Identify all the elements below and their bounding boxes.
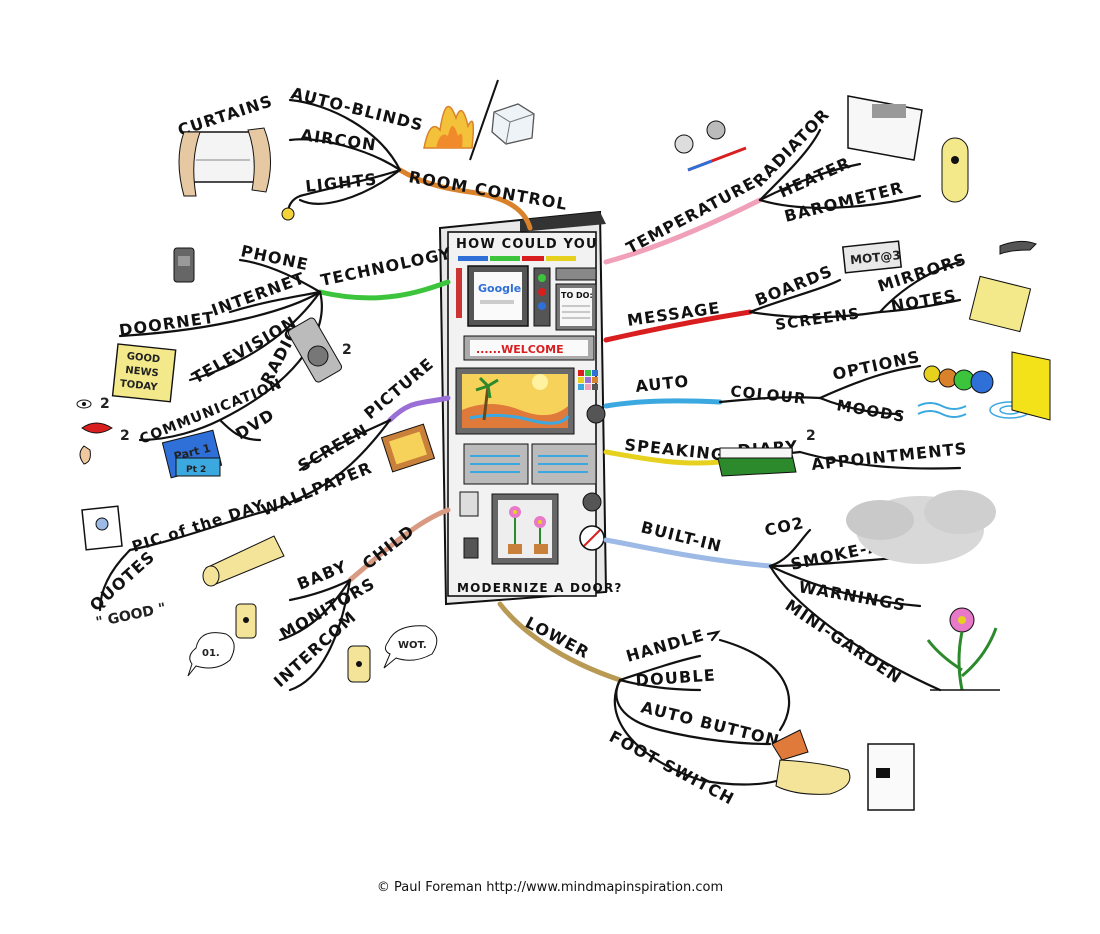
picture-frame-icon [380, 423, 436, 473]
branch-line-lower [497, 601, 623, 683]
google-logo: Google [478, 282, 521, 295]
branch-line-auto [603, 398, 723, 409]
branch-line-message [603, 309, 753, 343]
center-top-text: HOW COULD YOU [456, 237, 598, 252]
branch-line-room-control [397, 167, 533, 231]
welcome-text: ......WELCOME [476, 343, 564, 356]
flower-window [491, 493, 559, 565]
branch-line-speaking [603, 449, 723, 466]
label-auto: AUTO [634, 371, 690, 396]
label-notes: NOTES [889, 286, 958, 316]
todo-screen: TO DO: [555, 267, 597, 331]
label-boards: BOARDS [752, 261, 835, 309]
center-bottom-text: MODERNIZE A DOOR? [457, 581, 623, 595]
sub-branches [98, 98, 962, 786]
label-pic-of-the-day: PIC of the DAY [130, 496, 267, 556]
mini-portrait [459, 491, 479, 517]
foot-switch-icon [771, 729, 915, 811]
label-doornet: DOORNET [118, 308, 216, 340]
svg-text:WOT.: WOT. [398, 640, 427, 651]
svg-text:NEWS: NEWS [125, 365, 159, 379]
label-temperature: TEMPERATURE [623, 173, 759, 257]
good-news-note-icon: GOOD NEWS TODAY [111, 343, 177, 403]
control-buttons [533, 267, 551, 327]
baby-monitor-icon-right [347, 645, 371, 683]
label-co2: CO2 [763, 513, 806, 540]
label-options: OPTIONS [831, 347, 922, 384]
copyright-credit: © Paul Foreman http://www.mindmapinspira… [376, 880, 724, 895]
google-screen: Google [467, 265, 529, 327]
light-bulb-icon [281, 207, 295, 221]
svg-text:2: 2 [120, 428, 130, 444]
label-child: CHILD [359, 521, 418, 573]
svg-text:2: 2 [342, 342, 352, 358]
svg-text:2: 2 [100, 396, 110, 412]
doodles: GOOD NEWS TODAY 2 2 2 Part 1 Pt 2 [76, 79, 1051, 811]
beach-picture [455, 367, 575, 435]
smoke-cloud-icon [846, 490, 996, 564]
curtains-window-icon [178, 127, 272, 197]
fireplace-icon [423, 79, 499, 161]
welcome-panel: ......WELCOME [463, 335, 595, 361]
branch-line-built-in [603, 537, 773, 569]
speech-bubble-left-icon: 01. [187, 632, 235, 677]
small-device [463, 537, 479, 559]
label-room-control: ROOM CONTROL [407, 167, 569, 214]
door-knob-upper [586, 404, 606, 424]
wallpaper-roll-icon [202, 535, 285, 587]
side-bar [456, 268, 462, 318]
color-strip [458, 256, 576, 261]
dvd-cases-icon: Part 1 Pt 2 [161, 429, 223, 479]
svg-text:01.: 01. [202, 648, 220, 659]
label-baby: BABY [294, 557, 350, 594]
branch-line-technology [317, 279, 451, 301]
label-foot-switch: FOOT SWITCH [606, 727, 738, 809]
baby-monitor-icon-left [235, 603, 257, 639]
svg-text:TODAY: TODAY [119, 378, 158, 393]
central-door: HOW COULD YOU Google TO DO: [438, 210, 623, 606]
label-technology: TECHNOLOGY [319, 244, 454, 290]
branch-line-child [347, 507, 451, 583]
todo-label: TO DO: [561, 291, 593, 300]
thermostat-dials-icon [674, 120, 747, 172]
label-handle: HANDLE [624, 625, 707, 666]
radio-icon: 2 [287, 317, 352, 383]
appointments-mark: 2 [806, 428, 816, 444]
face-parts-icon: 2 2 [76, 396, 130, 465]
color-grid [578, 370, 598, 390]
mini-garden-flower-icon [926, 607, 1000, 691]
door-knob-lower [582, 492, 602, 512]
label-moods: MOODS [835, 396, 907, 426]
radiator-unit-icon [847, 95, 923, 161]
message-board-icon: MOT@3 [841, 240, 903, 274]
ice-cube-icon [491, 103, 535, 145]
label-internet: INTERNET [209, 268, 308, 319]
colour-options-icon [923, 365, 994, 394]
text-panels [463, 443, 597, 485]
no-entry-sign [579, 525, 605, 551]
svg-text:MOT@3: MOT@3 [849, 248, 901, 267]
diary-book-icon [717, 447, 797, 477]
label-colour: COLOUR [730, 382, 808, 408]
speech-bubble-right-icon: WOT. [383, 625, 438, 669]
svg-text:GOOD: GOOD [126, 351, 160, 365]
pic-of-the-day-card-icon [81, 505, 123, 551]
label-auto-button: AUTO BUTTON [639, 697, 782, 750]
label-double: DOUBLE [635, 665, 717, 690]
label-screens: SCREENS [774, 304, 861, 334]
phone-icon [173, 247, 195, 283]
branch-line-picture [387, 395, 451, 423]
sticky-note-icon [968, 275, 1032, 333]
yellow-panel-icon [1011, 351, 1051, 421]
main-branches [317, 167, 773, 683]
label-lights: LIGHTS [304, 170, 378, 196]
branch-line-temperature [603, 197, 763, 265]
barometer-icon [941, 137, 969, 203]
svg-text:Pt 2: Pt 2 [186, 465, 206, 475]
mirror-icon [999, 240, 1037, 255]
